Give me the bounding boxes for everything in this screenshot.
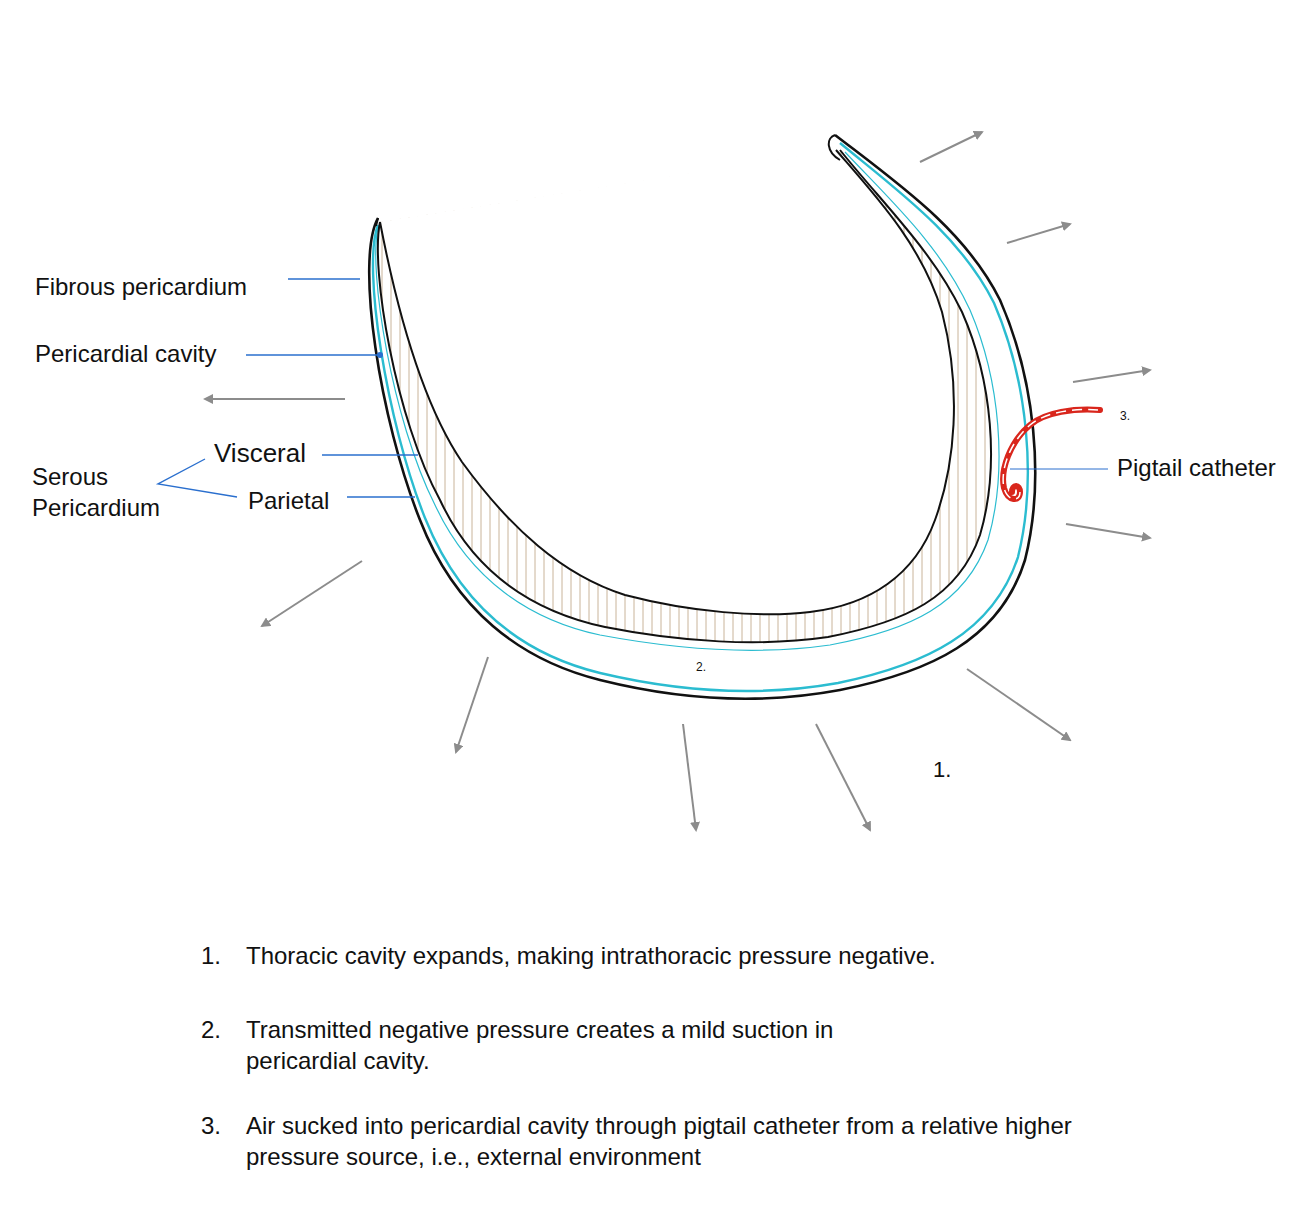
callout-number: 1.	[933, 756, 951, 785]
part-label: Pericardial cavity	[35, 338, 216, 369]
callout-number: 2.	[696, 660, 706, 676]
tip-outline	[376, 135, 840, 226]
leader-lines	[158, 279, 1108, 497]
epicardium-line	[378, 150, 991, 642]
callout-number: 3.	[1120, 409, 1130, 425]
pigtail-catheter	[1003, 410, 1100, 500]
part-label: Pigtail catheter	[1117, 452, 1276, 483]
note-text: Air sucked into pericardial cavity throu…	[246, 1110, 1096, 1172]
pressure-arrows	[205, 132, 1150, 830]
myocardium-band	[378, 150, 991, 642]
part-label: Fibrous pericardium	[35, 271, 247, 302]
endocardium-line	[380, 150, 954, 614]
pigtail-catheter-lumen	[1003, 410, 1098, 500]
note-text: Transmitted negative pressure creates a …	[246, 1014, 926, 1076]
fibrous-pericardium-line	[369, 135, 1035, 699]
leader-dot	[377, 352, 383, 358]
parietal-layer-line	[373, 143, 1028, 691]
part-label: Visceral	[214, 437, 306, 471]
part-label: Parietal	[248, 485, 329, 516]
note-number: 2.	[201, 1014, 221, 1045]
note-number: 1.	[201, 940, 221, 971]
group-label: Serous Pericardium	[32, 461, 182, 523]
note-text: Thoracic cavity expands, making intratho…	[246, 940, 1066, 971]
note-number: 3.	[201, 1110, 221, 1141]
